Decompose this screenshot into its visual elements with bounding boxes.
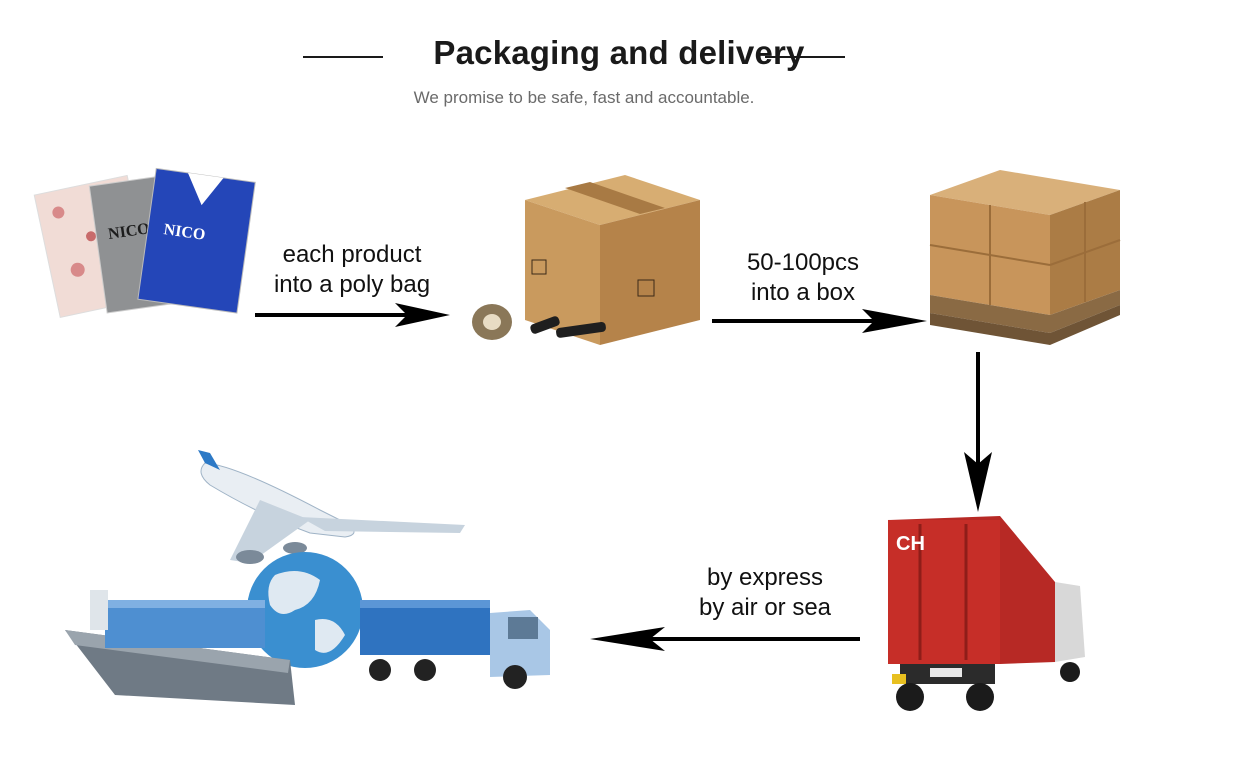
clothes-brand-label-2: NICO: [163, 221, 207, 244]
poly-bag-clothes-icon: NICO NICO: [33, 167, 256, 319]
page-subtitle: We promise to be safe, fast and accounta…: [413, 88, 755, 107]
arrow-left: [590, 627, 860, 651]
title-rule-left: [303, 56, 383, 58]
delivery-truck-icon: [360, 600, 550, 689]
container-brand-label: CH: [896, 533, 925, 555]
arrow-right-1: [255, 303, 450, 327]
airplane-icon: [198, 450, 465, 564]
page-title: Packaging and delivery: [433, 34, 805, 71]
global-shipping-icon: [65, 450, 550, 705]
globe-icon: [247, 552, 363, 668]
step-label-box: 50-100pcs into a box: [746, 249, 860, 306]
step-label-express: by express by air or sea: [698, 564, 832, 621]
arrow-down: [964, 352, 992, 512]
pallet-boxes-icon: [929, 170, 1121, 345]
container-truck-icon: CH: [888, 516, 1085, 711]
step-label-poly-bag: each product into a poly bag: [273, 241, 431, 298]
container-ship-icon: [65, 590, 295, 705]
arrow-right-2: [712, 309, 927, 333]
carton-box-icon: [472, 175, 700, 345]
clothes-brand-label: NICO: [107, 220, 151, 243]
title-rule-right: [765, 56, 845, 58]
